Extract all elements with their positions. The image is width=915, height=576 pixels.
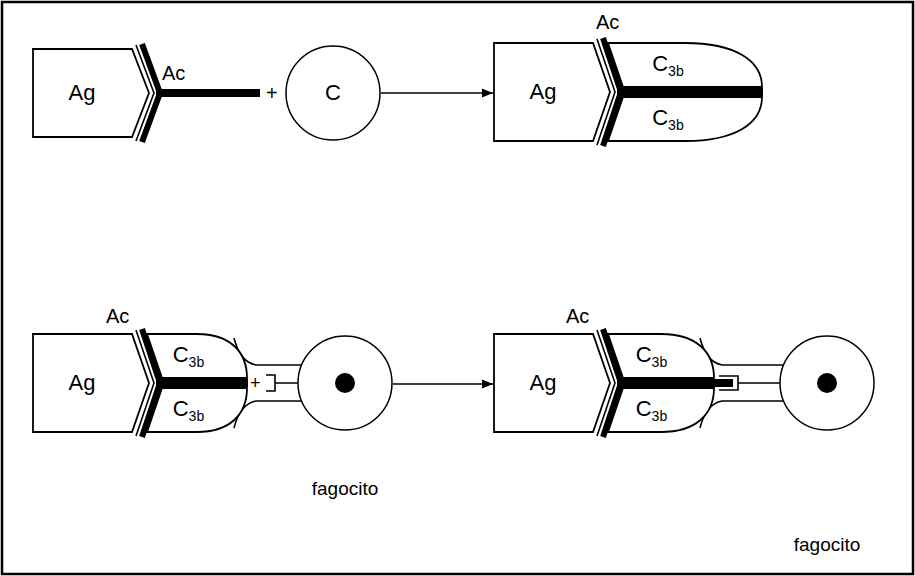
- antibody-label: Ac: [566, 305, 589, 327]
- c3b-fragment: C3b: [607, 42, 763, 88]
- node-label: C: [325, 82, 341, 104]
- node-label: C3b: [652, 53, 684, 78]
- phagocyte: fagocito: [297, 335, 393, 503]
- antibody-label: Ac: [162, 62, 185, 84]
- plus-sign: +: [250, 373, 261, 393]
- arrow-head: [482, 380, 493, 389]
- node-label: Ag: [530, 81, 557, 103]
- cell-nucleus: [817, 373, 837, 393]
- fc-receptor: [719, 376, 780, 390]
- node-label: C3b: [173, 398, 205, 423]
- c3b-fragment: C3b: [607, 387, 715, 433]
- c3b-outline: [608, 388, 714, 432]
- complement-outline: [286, 46, 380, 140]
- complement-circle: C: [285, 45, 381, 141]
- node-label: C3b: [173, 344, 205, 369]
- c3b-outline: [608, 97, 762, 141]
- arrow-head: [482, 89, 493, 98]
- antigen-block: Ag: [493, 333, 611, 433]
- antigen-block: Ag: [32, 333, 150, 433]
- arrow-line: [393, 383, 493, 385]
- node-label: C3b: [636, 398, 668, 423]
- antibody-stem: [156, 89, 260, 97]
- node-label: Ag: [69, 82, 96, 104]
- cell-membrane: [298, 336, 392, 430]
- antibody-label: Ac: [596, 11, 619, 33]
- node-label: Ag: [530, 372, 557, 394]
- antigen-outline: [494, 334, 610, 432]
- antigen-block: Ag: [32, 48, 150, 138]
- cell-label: fagocito: [794, 535, 861, 554]
- antigen-outline: [33, 334, 149, 432]
- c3b-receptor: [700, 338, 783, 365]
- c3b-outline: [608, 334, 714, 378]
- plus-sign: +: [266, 82, 278, 104]
- antibody-stem: [617, 88, 763, 96]
- antibody-label: Ac: [106, 305, 129, 327]
- fc-receptor: [266, 375, 298, 391]
- reaction-arrow: [393, 380, 493, 389]
- antibody-stem: [156, 379, 248, 387]
- antibody-stem: [617, 379, 733, 387]
- node-label: C3b: [636, 344, 668, 369]
- phagocyte: fagocito: [779, 335, 875, 559]
- node-label: C3b: [652, 107, 684, 132]
- antigen-outline: [33, 49, 149, 137]
- c3b-outline: [608, 43, 762, 87]
- c3b-fragment: C3b: [146, 333, 248, 379]
- c3b-fragment: C3b: [607, 96, 763, 142]
- c3b-fragment: C3b: [146, 387, 248, 433]
- cell-label: fagocito: [312, 479, 379, 498]
- antigen-outline: [494, 43, 610, 141]
- c3b-outline: [147, 334, 247, 378]
- arrow-line: [381, 92, 493, 94]
- reaction-arrow: [381, 89, 493, 98]
- cell-membrane: [780, 336, 874, 430]
- c3b-fragment: C3b: [607, 333, 715, 379]
- node-label: Ag: [69, 372, 96, 394]
- antigen-block: Ag: [493, 42, 611, 142]
- c3b-outline: [147, 388, 247, 432]
- cell-nucleus: [335, 373, 355, 393]
- c3b-receptor: [700, 401, 783, 428]
